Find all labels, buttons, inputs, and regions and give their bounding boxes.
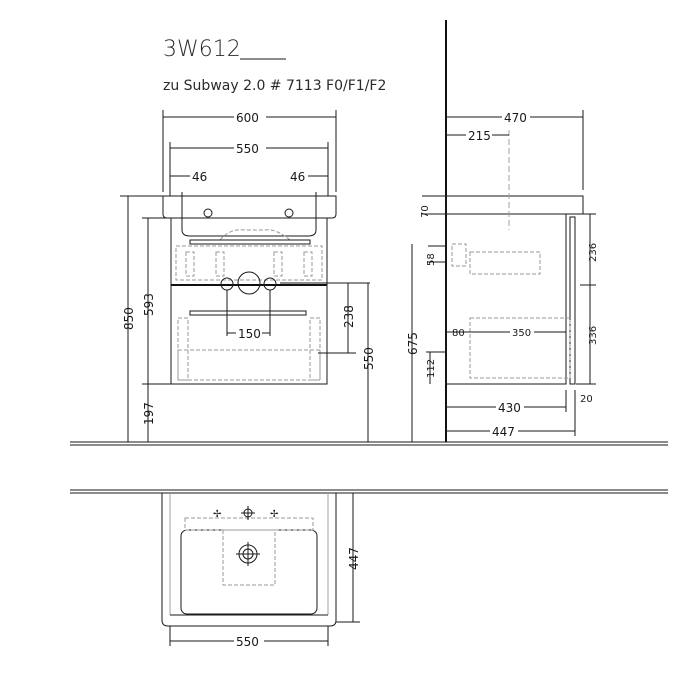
dim-46-left: 46 — [192, 170, 207, 184]
dim-550-vertical: 550 — [362, 347, 376, 370]
svg-text:✢: ✢ — [213, 509, 221, 520]
dim-215: 215 — [468, 129, 491, 143]
front-view — [162, 192, 337, 385]
subtitle: zu Subway 2.0 # 7113 F0/F1/F2 — [163, 78, 386, 94]
dim-447-top: 447 — [347, 547, 361, 570]
dim-238: 238 — [342, 305, 356, 328]
floor-line-lower — [70, 489, 668, 494]
dim-58: 58 — [426, 253, 437, 266]
dim-550: 550 — [236, 142, 259, 156]
dim-112: 112 — [426, 359, 437, 378]
side-dimensions: 470 215 70 58 675 112 80 350 236 336 — [406, 110, 599, 442]
side-view — [445, 130, 584, 385]
dim-70: 70 — [420, 205, 431, 218]
top-view: ✢ ✢ — [161, 493, 337, 627]
dim-550-top: 550 — [236, 635, 259, 649]
front-dimensions: 600 550 46 46 850 593 197 150 238 — [120, 109, 376, 442]
svg-text:✢: ✢ — [270, 509, 278, 520]
model-number: 3W612 — [163, 37, 241, 62]
dim-197: 197 — [142, 402, 156, 425]
dim-593: 593 — [142, 293, 156, 316]
dim-46-right: 46 — [290, 170, 305, 184]
dim-150: 150 — [238, 327, 261, 341]
top-dimensions: 550 447 — [169, 493, 361, 649]
dim-236: 236 — [588, 243, 599, 262]
dim-430: 430 — [498, 401, 521, 415]
dim-336: 336 — [588, 326, 599, 345]
dim-447: 447 — [492, 425, 515, 439]
dim-850: 850 — [122, 307, 136, 330]
dim-20: 20 — [580, 394, 593, 405]
dim-675: 675 — [406, 332, 420, 355]
dim-350: 350 — [512, 328, 531, 339]
dim-600: 600 — [236, 111, 259, 125]
floor-line-upper — [70, 441, 668, 446]
dim-80: 80 — [452, 328, 465, 339]
dim-470: 470 — [504, 111, 527, 125]
